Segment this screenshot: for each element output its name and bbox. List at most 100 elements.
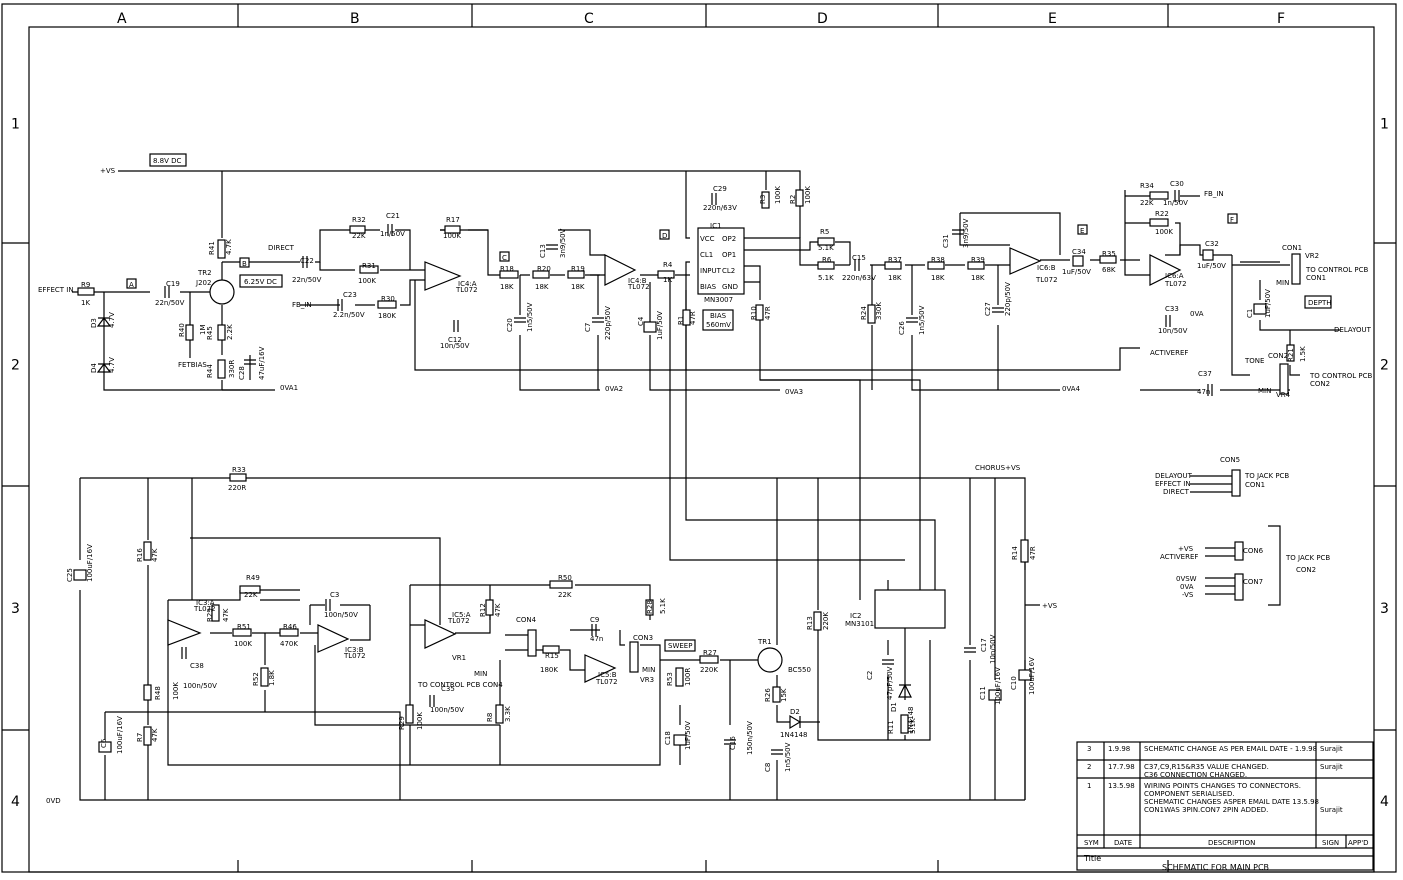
grid-col-e: E — [1048, 11, 1057, 27]
value-r24: 330K — [875, 302, 883, 320]
net-activeref: ACTIVEREF — [1150, 349, 1188, 357]
ref-r50: R50 — [558, 574, 572, 582]
value-c13: 3n9/50V — [559, 228, 567, 258]
con2-note: TO CONTROL PCB — [1309, 372, 1373, 380]
value-d3: 4.7V — [108, 312, 116, 328]
marker-b: B — [242, 260, 247, 268]
grid-col-f: F — [1277, 11, 1285, 27]
ref-r38: R38 — [931, 256, 945, 264]
ref-r19: R19 — [571, 265, 585, 273]
ic1-pin-bias: BIAS — [700, 283, 717, 291]
ref-r28: R28 — [646, 600, 654, 614]
value-d2: 1N4148 — [780, 731, 808, 739]
net-ova: 0VA — [1190, 310, 1204, 318]
marker-e: E — [1080, 227, 1084, 235]
value-c26: 1n5/50V — [918, 305, 926, 335]
ref-c29: C29 — [713, 185, 727, 193]
net-chorus-vs: CHORUS+VS — [975, 464, 1021, 472]
ref-r9: R9 — [81, 281, 90, 289]
grid-row-2-left: 2 — [11, 358, 20, 374]
con4-label: CON4 — [516, 616, 537, 624]
rev-header-date: DATE — [1114, 839, 1132, 847]
ref-r37: R37 — [888, 256, 902, 264]
ref-r20: R20 — [537, 265, 551, 273]
grid-row-2-right: 2 — [1380, 358, 1389, 374]
ref-r29b: R29 — [398, 716, 406, 730]
ref-r11: R11 — [887, 720, 895, 734]
ref-c1: C1 — [1246, 309, 1254, 318]
vr2-min: MIN — [1276, 279, 1289, 287]
con6-label: CON6 — [1243, 547, 1264, 555]
value-r18: 18K — [500, 283, 514, 291]
ic1-pin-op2: OP2 — [722, 235, 736, 243]
value-r33: 220R — [228, 484, 246, 492]
grid-row-1-right: 1 — [1380, 117, 1389, 133]
value-r16: 47K — [151, 548, 159, 562]
drawing-title: SCHEMATIC FOR MAIN PCB — [1162, 863, 1269, 872]
value-r30: 180K — [378, 312, 396, 320]
con7-pin-0vsw: 0VSW — [1176, 575, 1197, 583]
revision-date: 1.9.98 — [1108, 745, 1130, 753]
vr2-label: VR2 — [1305, 252, 1319, 260]
value-ic4a: TL072 — [455, 286, 478, 294]
grid-row-4-right: 4 — [1380, 794, 1389, 810]
marker-a: A — [129, 281, 134, 289]
ref-d2: D2 — [790, 708, 800, 716]
net-ova4: 0VA4 — [1062, 385, 1081, 393]
value-r44: 330R — [228, 360, 236, 378]
ref-r22: R22 — [1155, 210, 1169, 218]
net-effect-in: EFFECT IN — [38, 286, 74, 294]
ref-c32: C32 — [1205, 240, 1219, 248]
value-r14: 47R — [1029, 546, 1037, 560]
tone-label: TONE — [1244, 357, 1264, 365]
ref-ic3a: IC3:A — [196, 599, 215, 607]
ref-c27: C27 — [984, 302, 992, 316]
value-c20: 1n5/50V — [526, 302, 534, 332]
ref-ic4b: IC4:B — [628, 277, 647, 285]
grid-row-3-left: 3 — [11, 601, 20, 617]
value-c1: 1uF/50V — [1264, 289, 1272, 318]
net-625v: 6.25V DC — [244, 278, 277, 286]
ic1-pin-gnd: GND — [722, 283, 738, 291]
con5-label: CON5 — [1220, 456, 1240, 464]
vr4-label: VR4 — [1276, 391, 1291, 399]
value-r7: 47K — [151, 728, 159, 742]
ref-c26: C26 — [898, 321, 906, 335]
net-fb-in: FB_IN — [292, 301, 312, 309]
ref-r44: R44 — [206, 364, 214, 378]
net-direct: DIRECT — [268, 244, 295, 252]
ref-ic2: IC2 — [850, 612, 861, 620]
revision-sign: Surajit — [1320, 745, 1343, 753]
ref-r6: R6 — [822, 256, 832, 264]
ref-c22: C22 — [300, 257, 314, 265]
value-ic4b: TL072 — [627, 283, 650, 291]
value-r22: 100K — [1155, 228, 1173, 236]
con6-note: TO JACK PCB — [1285, 554, 1330, 562]
ref-r51: R51 — [237, 623, 251, 631]
ref-d1: D1 — [890, 702, 898, 712]
value-r29b: 100K — [416, 712, 424, 730]
revision-date: 13.5.98 — [1108, 782, 1135, 790]
marker-f: F — [1230, 216, 1234, 224]
ref-c25: C25 — [66, 568, 74, 582]
value-r34: 22K — [1140, 199, 1154, 207]
value-c19: 22n/50V — [155, 299, 185, 307]
value-r5: 5.1K — [818, 244, 834, 252]
ref-d4: D4 — [90, 363, 98, 373]
ref-c38: C38 — [190, 662, 204, 670]
connectors-vr — [527, 253, 1301, 673]
ref-r30: R30 — [381, 295, 395, 303]
ref-r29: R29 — [206, 608, 214, 622]
ref-ic5a: IC5:A — [452, 611, 471, 619]
grid-col-d: D — [817, 11, 828, 27]
value-r49: 22K — [244, 591, 258, 599]
ref-r12: R12 — [479, 603, 487, 617]
value-r27: 220K — [700, 666, 718, 674]
ref-r32: R32 — [352, 216, 366, 224]
revision-description: WIRING POINTS CHANGES TO CONNECTORS. — [1144, 782, 1301, 790]
net-labels: +VS 8.8V DC 6.25V DC EFFECT IN DIRECT FE… — [38, 157, 1372, 805]
value-c18: 1uF/50V — [684, 721, 692, 750]
ref-r52: R52 — [252, 672, 260, 686]
